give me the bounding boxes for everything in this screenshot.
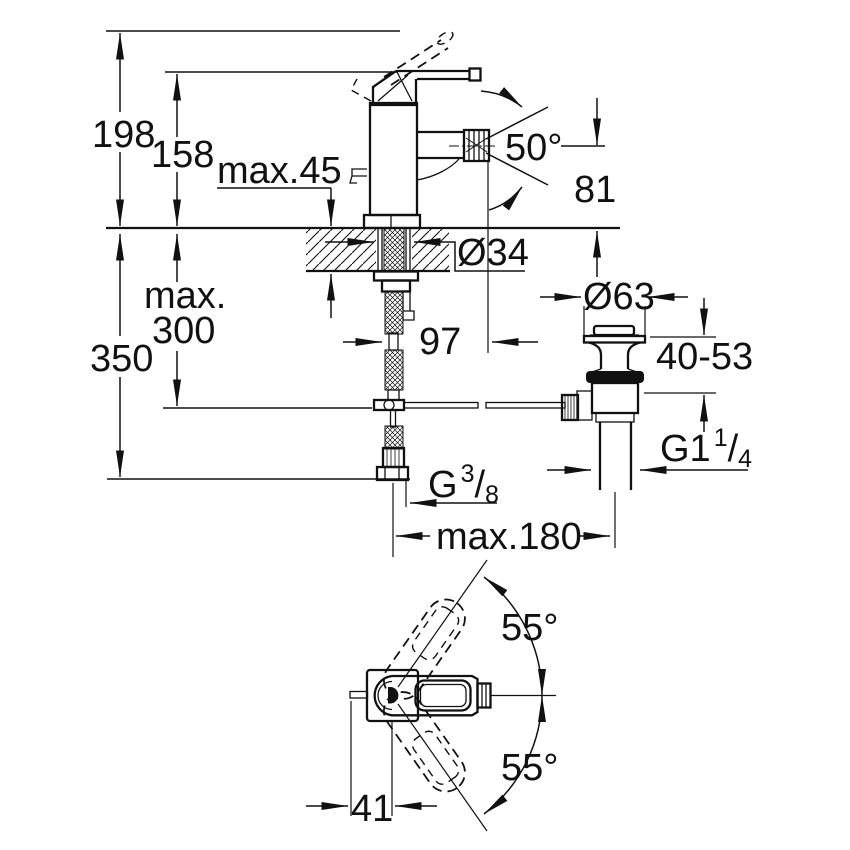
- hose-connector-1: [388, 332, 399, 351]
- dim-aerator-swivel: 50°: [480, 87, 605, 211]
- dim-overall-height: 198: [92, 33, 155, 226]
- pop-up-rod-right: [485, 401, 566, 409]
- raised-handle-base-dashed: [350, 78, 372, 102]
- raised-lever-dashed-top: [383, 39, 442, 78]
- swivel-ray-down: [485, 152, 549, 186]
- dim-hose-clearance: max. 300: [144, 234, 226, 406]
- swivel-arrow-down: [488, 186, 523, 211]
- label-d34: Ø34: [457, 232, 529, 274]
- swing-ray-up: [397, 559, 488, 688]
- hex-nut-facets: [384, 467, 400, 480]
- lever-tip-cap: [468, 67, 482, 82]
- label-300: 300: [152, 310, 215, 352]
- pop-up-knob: [349, 168, 367, 184]
- label-max: max.: [144, 275, 226, 317]
- linkage-pin: [389, 409, 397, 428]
- lever-hole-dot: [388, 687, 399, 704]
- label-198: 198: [92, 114, 155, 156]
- faucet-side-view: [349, 31, 496, 353]
- aerator-tip-lines: [481, 683, 487, 708]
- spout-underside-curve: [416, 158, 460, 181]
- dim-waste-deck-range: 40-53: [644, 298, 753, 432]
- label-max180: max.180: [436, 516, 582, 558]
- aerator-tip-top: [476, 682, 492, 709]
- hose-connector-2: [387, 389, 400, 401]
- label-55deg-down: 55°: [501, 747, 558, 789]
- pop-up-rod-housing: [402, 290, 415, 321]
- waste-tailpipe: [598, 422, 633, 490]
- hose-hex-nut: [375, 465, 410, 482]
- body-inner-arc: [377, 680, 393, 711]
- label-d63: Ø63: [583, 276, 655, 318]
- d34-leader: [449, 241, 525, 272]
- raised-lever-dashed-bottom: [390, 47, 449, 86]
- waste-body: [590, 381, 640, 415]
- handle-base-left: [371, 70, 397, 103]
- waste-valve-view: Ø63: [540, 276, 688, 548]
- spout-window-inner: [419, 683, 467, 708]
- label-97: 97: [419, 321, 461, 363]
- hose-segment-2: [384, 349, 404, 391]
- linkage-pivot-circle: [383, 399, 395, 411]
- shank-braided-hose: [383, 227, 405, 272]
- raised-lever-tip: [436, 31, 454, 45]
- swivel-ray-up: [485, 106, 549, 140]
- swing-ray-down: [397, 703, 488, 832]
- swing-arc-up: [483, 576, 546, 696]
- pop-up-rod-left: [403, 401, 479, 409]
- waste-plug-knob: [592, 324, 636, 337]
- waste-neck: [588, 341, 641, 369]
- hose-segment-1: [384, 290, 404, 335]
- waste-flange: [582, 334, 647, 344]
- deck-section: [306, 227, 449, 321]
- top-view: 55° 55°: [349, 559, 558, 832]
- rod-knob-knurls: [564, 395, 575, 420]
- dim-center-distance: max.180: [392, 483, 610, 558]
- swing-arc-down: [483, 695, 546, 815]
- handle-base-diag1: [377, 74, 409, 102]
- spout-window-outer: [414, 679, 472, 712]
- label-158: 158: [151, 134, 214, 176]
- label-41: 41: [351, 788, 393, 830]
- faucet-base: [362, 213, 422, 230]
- label-max45: max.45: [217, 150, 342, 192]
- linkage-cross-fitting: [372, 398, 406, 412]
- knurl-lines: [386, 448, 400, 467]
- dim-hose-length: 350: [90, 234, 153, 477]
- handle-base-diag2: [396, 71, 413, 102]
- dim-spout-top-height: 158: [151, 74, 214, 226]
- hose-segment-3: [384, 425, 404, 450]
- rod-housing: [576, 390, 593, 421]
- label-55deg-up: 55°: [501, 607, 558, 649]
- dim-spout-reach: 97: [343, 321, 538, 363]
- label-81: 81: [574, 169, 616, 211]
- hose-and-linkage: [372, 290, 566, 482]
- label-40-53: 40-53: [656, 336, 753, 378]
- waste-rubber-seal: [586, 371, 644, 383]
- dim-deck-thickness: max.45: [217, 150, 342, 318]
- pop-up-rod-top: [349, 690, 369, 699]
- rod-knurled-knob: [560, 393, 580, 422]
- ball-joint-lines: [465, 137, 488, 153]
- dim-outlet-height: 81: [574, 98, 616, 277]
- deck-hatch-right: [412, 229, 449, 270]
- shank-rods: [377, 228, 411, 271]
- dim-hole-diameter: Ø34: [325, 232, 529, 274]
- label-350: 350: [90, 338, 153, 380]
- mounting-nut: [380, 279, 412, 293]
- deck-hatch-left: [306, 229, 376, 270]
- label-50deg: 50°: [505, 127, 562, 169]
- waste-coupling: [595, 412, 635, 423]
- hose-knurled-fitting: [381, 446, 406, 469]
- faucet-body: [368, 101, 419, 217]
- swivel-arrow-up: [480, 87, 523, 108]
- mounting-washer: [372, 270, 420, 282]
- dim-offset-41: 41: [306, 701, 437, 830]
